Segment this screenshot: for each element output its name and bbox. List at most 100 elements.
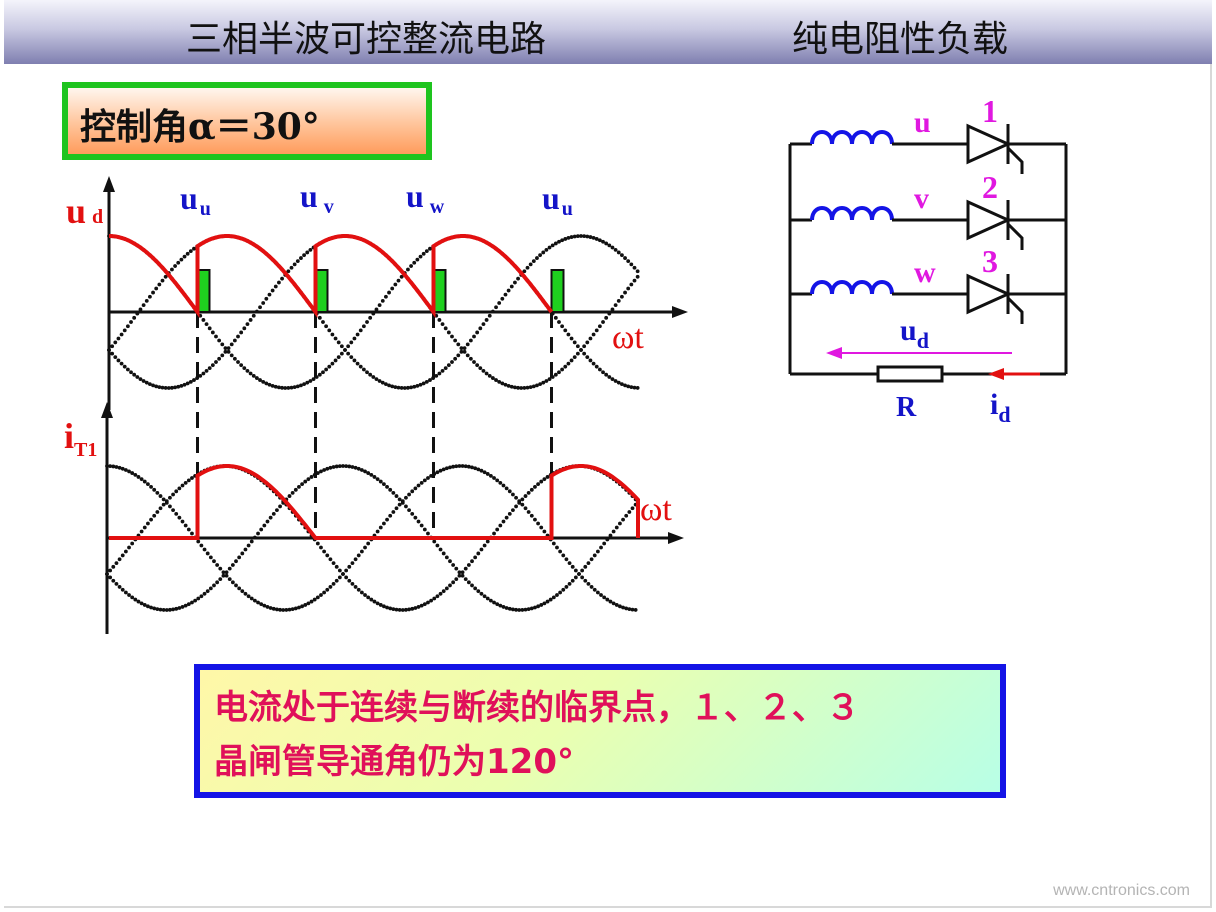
source-dot <box>399 274 404 279</box>
source-dot <box>618 521 622 526</box>
source-dot <box>336 355 341 359</box>
source-dot <box>539 525 544 530</box>
source-dot <box>157 282 162 287</box>
inductor-w <box>810 280 894 295</box>
source-dot <box>202 547 207 552</box>
source-dot <box>396 278 401 283</box>
source-dot <box>605 597 610 602</box>
source-dot <box>226 349 231 354</box>
source-dot <box>432 539 437 544</box>
source-dot <box>557 370 561 375</box>
source-dot <box>356 587 361 592</box>
source-dot <box>492 476 496 480</box>
source-dot <box>563 328 568 333</box>
source-dot <box>186 602 191 607</box>
source-dot <box>555 593 559 597</box>
source-dot <box>533 485 537 489</box>
source-dot <box>327 364 332 369</box>
source-dot <box>378 525 383 530</box>
source-dot <box>277 385 281 390</box>
watermark: www.cntronics.com <box>1053 882 1190 899</box>
source-dot <box>286 269 291 274</box>
source-dot <box>594 328 599 333</box>
source-dot <box>385 605 389 610</box>
source-dot <box>536 482 540 487</box>
source-dot <box>275 607 279 612</box>
source-dot <box>585 355 590 359</box>
source-dot <box>451 563 456 567</box>
source-dot <box>394 494 399 498</box>
source-dot <box>111 464 116 469</box>
source-dot <box>446 363 451 368</box>
source-dot <box>271 606 276 611</box>
source-dot <box>321 320 325 324</box>
source-dot <box>182 382 187 387</box>
source-dot <box>347 564 352 569</box>
source-dot <box>314 375 319 379</box>
source-dot <box>618 604 622 609</box>
source-dot <box>484 318 489 322</box>
source-dot <box>616 250 621 255</box>
source-dot <box>352 358 357 363</box>
source-dot <box>243 591 248 596</box>
source-dot <box>507 511 512 516</box>
source-dot <box>426 476 430 480</box>
source-dot <box>127 469 131 474</box>
source-dot <box>328 585 333 589</box>
source-dot <box>435 543 440 548</box>
source-dot <box>517 608 522 612</box>
source-dot <box>468 338 473 343</box>
source-dot <box>119 332 124 337</box>
source-dot <box>484 371 489 376</box>
source-dot <box>582 234 587 239</box>
source-dot <box>610 377 615 382</box>
source-dot <box>113 355 118 359</box>
source-dot <box>616 298 621 303</box>
source-dot <box>396 385 401 390</box>
source-dot <box>223 346 228 351</box>
source-dot <box>457 464 462 468</box>
source-dot <box>248 318 253 322</box>
source-dot <box>623 256 627 260</box>
source-dot <box>155 607 160 612</box>
source-dot <box>325 466 330 471</box>
source-dot <box>497 301 502 305</box>
slide-title: 三相半波可控整流电路 <box>186 19 547 60</box>
source-dot <box>171 607 175 612</box>
source-dot <box>252 598 257 603</box>
source-dot <box>337 575 342 580</box>
source-dot <box>283 386 288 390</box>
source-dot <box>438 468 443 473</box>
source-dot <box>198 373 203 378</box>
source-dot <box>174 489 179 494</box>
source-dot <box>305 380 310 385</box>
source-dot <box>110 344 115 349</box>
source-dot <box>604 241 609 246</box>
source-dot <box>575 344 580 349</box>
source-dot <box>614 525 619 530</box>
source-dot <box>315 541 320 546</box>
source-dot <box>463 577 468 581</box>
source-dot <box>592 587 597 592</box>
source-dot <box>366 471 371 475</box>
source-dot <box>251 373 256 378</box>
source-dot <box>119 361 124 366</box>
source-dot <box>575 351 580 356</box>
source-dot <box>336 340 341 345</box>
source-dot <box>349 340 354 345</box>
source-dot <box>196 596 201 601</box>
source-dot <box>350 581 355 586</box>
source-dot <box>444 466 449 471</box>
source-dot <box>432 472 437 476</box>
source-dot <box>613 247 618 252</box>
source-dot <box>516 276 520 281</box>
source-dot <box>284 608 289 612</box>
source-dot <box>299 256 303 260</box>
source-dot <box>504 515 509 520</box>
source-dot <box>163 386 168 390</box>
source-dot <box>586 561 591 565</box>
source-dot <box>482 594 487 599</box>
source-dot <box>281 608 286 612</box>
source-dot <box>356 553 361 558</box>
